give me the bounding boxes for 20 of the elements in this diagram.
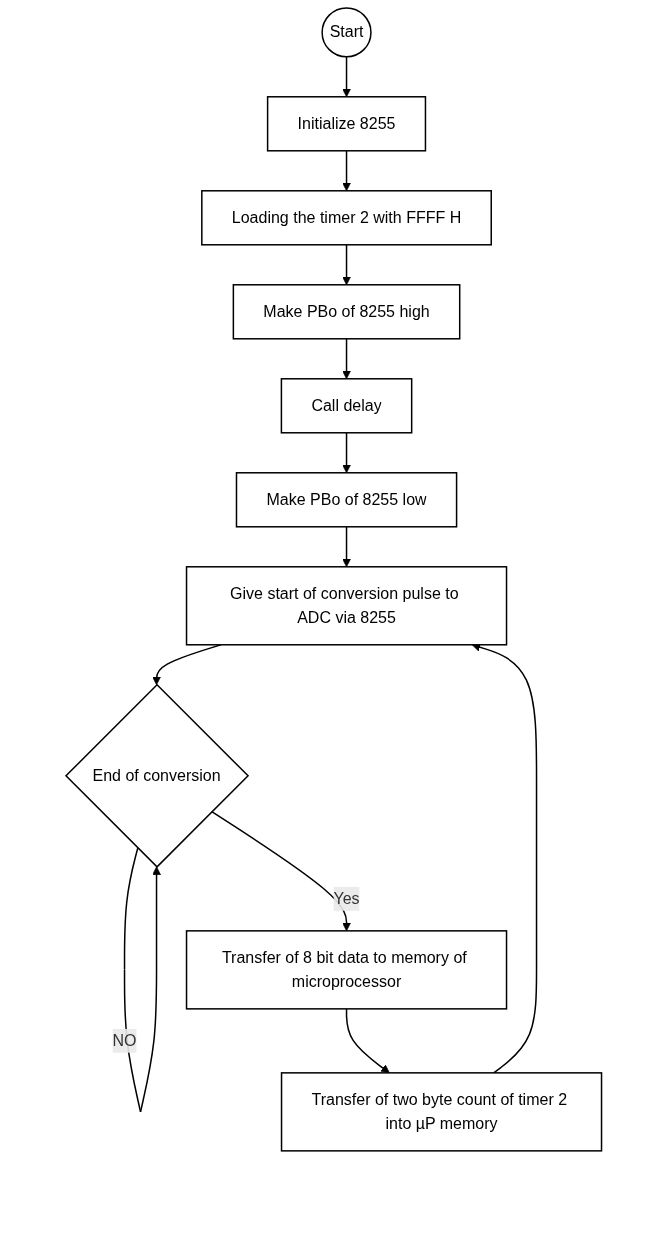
- arrow: [346, 1008, 390, 1074]
- arrow: [342, 432, 352, 474]
- node-box: Call delay: [280, 378, 413, 434]
- edge-label: NO: [112, 1031, 137, 1049]
- arrow: [211, 810, 352, 932]
- node-box: Give start of conversion pulse to ADC via 8255: [186, 566, 508, 646]
- arrow: [342, 526, 352, 568]
- node-box: Make PBo of 8255 low: [235, 472, 458, 528]
- edge-label: Yes: [333, 889, 360, 907]
- arrow: [342, 150, 352, 192]
- node-box: Loading the timer 2 with FFFF H: [201, 190, 493, 246]
- node-box: Transfer of two byte count of timer 2 into µP memory: [281, 1072, 603, 1152]
- node-circle: Start: [321, 7, 372, 58]
- arrow: [342, 244, 352, 286]
- arrow: [342, 338, 352, 380]
- node-box: Initialize 8255: [267, 96, 427, 152]
- node-diamond: End of conversion: [65, 683, 250, 868]
- arrow: [342, 56, 352, 98]
- node-box: Make PBo of 8255 high: [232, 284, 461, 340]
- node-box: Transfer of 8 bit data to memory of microprocessor: [186, 930, 508, 1010]
